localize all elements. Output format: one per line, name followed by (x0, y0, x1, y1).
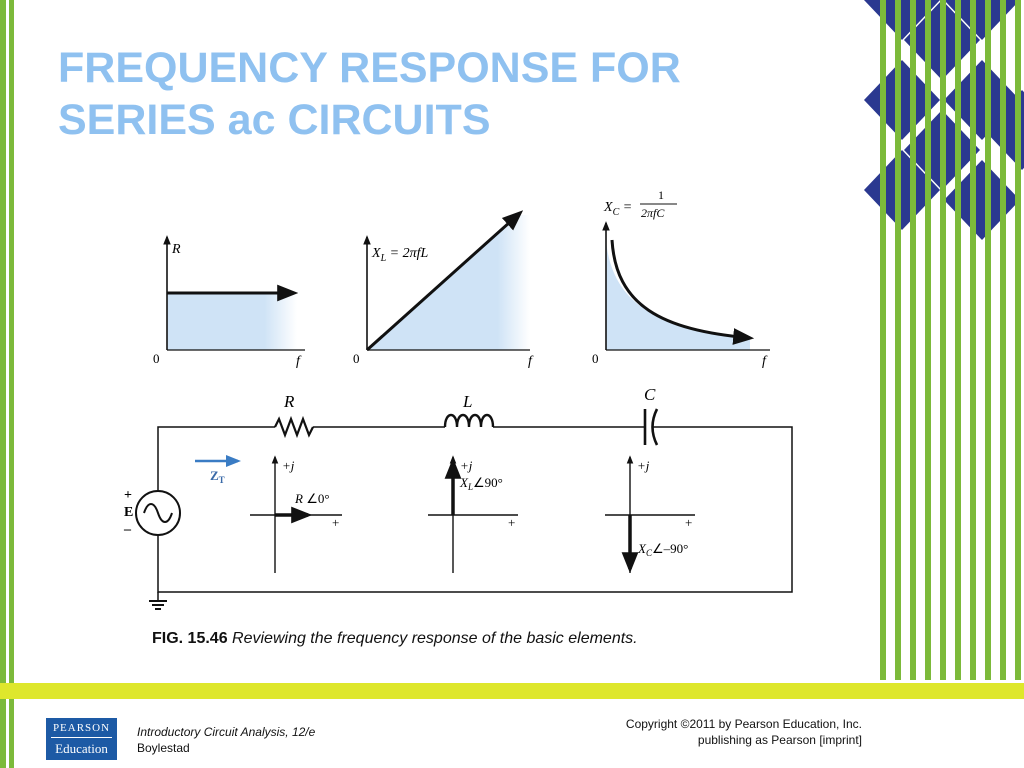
phasor-r-plus-label: + (332, 515, 339, 530)
logo-line-1: PEARSON (52, 722, 111, 734)
plot-xc-curve (610, 239, 755, 345)
source-plus-label: + (124, 488, 132, 503)
plot-xc-x-label: f (762, 354, 768, 369)
inductor-symbol (443, 413, 495, 428)
copyright-line-1: Copyright ©2011 by Pearson Education, In… (625, 717, 862, 731)
figure-caption: FIG. 15.46 Reviewing the frequency respo… (152, 630, 832, 648)
figure-number: FIG. 15.46 (152, 630, 228, 647)
footer-divider-band (0, 683, 1024, 699)
plot-xl-y-label: XL = 2πfL (371, 246, 428, 264)
phasor-xc-label: XC∠–90° (637, 541, 688, 558)
phasor-xc-plus-label: + (685, 515, 692, 530)
left-stripe-bar (0, 0, 16, 768)
plot-resistance: R 0 f (153, 235, 305, 369)
plot-xl-fill (367, 215, 530, 350)
copyright-notice: Copyright ©2011 by Pearson Education, In… (532, 716, 862, 748)
plot-xc-origin-label: 0 (592, 351, 599, 366)
phasor-xl-j-label: +j (460, 458, 473, 473)
wire-left-top (157, 426, 275, 490)
sine-wave-icon (143, 503, 173, 523)
phasor-r-j-label: +j (282, 458, 295, 473)
phasor-xl-plus-label: + (508, 515, 515, 530)
pearson-logo: PEARSON Education (46, 718, 117, 760)
plot-xl-x-label: f (528, 354, 534, 369)
phasor-resistance: +j + R ∠0° (250, 455, 342, 573)
plot-r-origin-label: 0 (153, 351, 160, 366)
plot-xc-fill (606, 240, 750, 350)
phasor-r-label: R ∠0° (294, 491, 330, 506)
phasor-capacitive-reactance: +j + XC∠–90° (605, 455, 695, 574)
total-impedance-label: ZT (210, 468, 225, 485)
copyright-line-2: publishing as Pearson [imprint] (697, 733, 862, 747)
plot-xl-origin-label: 0 (353, 351, 360, 366)
decorative-stripe-pattern (864, 0, 1024, 680)
book-title: Introductory Circuit Analysis, 12/e (137, 725, 316, 739)
plot-xc-formula-denominator: 2πfC (641, 206, 665, 220)
book-author: Boylestad (137, 741, 190, 755)
plot-inductive-reactance: XL = 2πfL 0 f (353, 210, 534, 369)
capacitor-label: C (644, 385, 656, 404)
series-circuit (135, 408, 793, 610)
plot-xc-formula-numerator: 1 (658, 188, 664, 202)
wire-right-bottom (157, 426, 793, 593)
resistor-symbol (274, 415, 314, 439)
source-minus-label: – (123, 522, 132, 537)
plot-r-y-label: R (171, 242, 181, 257)
plot-r-x-label: f (296, 354, 302, 369)
logo-line-2: Education (55, 741, 108, 756)
plot-xc-y-label: XC = (603, 200, 632, 218)
inductor-label: L (462, 392, 472, 411)
ac-source-circle (135, 490, 181, 536)
resistor-label: R (283, 392, 295, 411)
title-line-1: FREQUENCY RESPONSE FOR (58, 44, 681, 92)
plot-capacitive-reactance: XC = 1 2πfC 0 f (592, 188, 770, 369)
book-info: Introductory Circuit Analysis, 12/e Boyl… (137, 724, 315, 756)
phasor-inductive-reactance: +j + XL∠90° (428, 455, 518, 573)
title-line-2: SERIES ac CIRCUITS (58, 96, 491, 144)
source-e-label: E (124, 505, 133, 520)
slide-title: FREQUENCY RESPONSE FOR SERIES ac CIRCUIT… (58, 42, 758, 146)
plot-xl-curve (365, 210, 524, 352)
phasor-xl-label: XL∠90° (459, 475, 503, 492)
phasor-xc-j-label: +j (637, 458, 650, 473)
figure-caption-text: Reviewing the frequency response of the … (232, 630, 638, 647)
frequency-response-diagram: R 0 f XL = 2πfL 0 f XC = 1 2πfC 0 f (123, 188, 793, 610)
plot-r-fill (167, 293, 297, 350)
